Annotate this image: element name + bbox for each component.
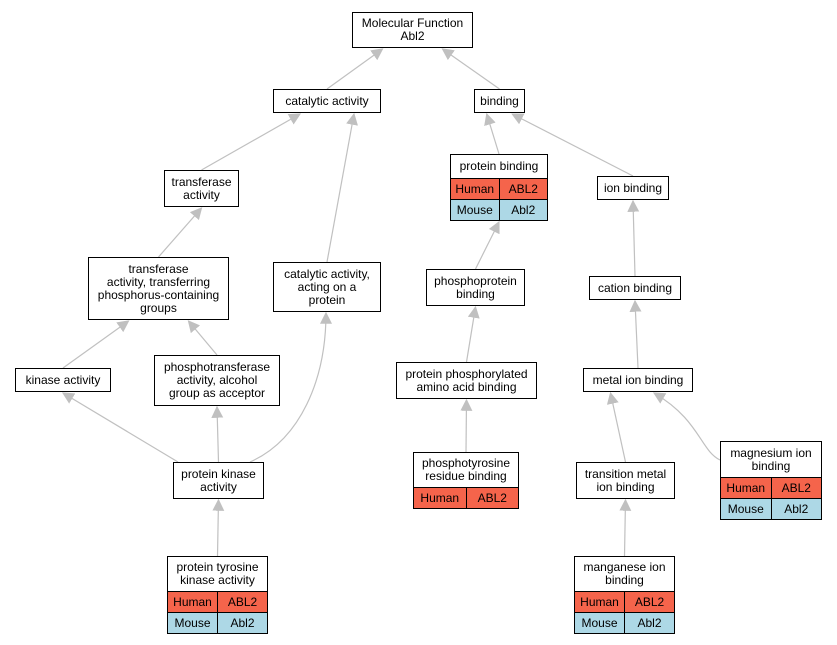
node-binding[interactable]: binding (474, 89, 525, 113)
node-cation-binding[interactable]: cation binding (589, 276, 681, 300)
species-name: Mouse (727, 502, 764, 516)
node-label: manganese ion binding (583, 560, 666, 587)
gene-symbol: ABL2 (498, 179, 548, 199)
species-row-human: Human ABL2 (575, 591, 674, 612)
edge-catalytic-activity-to-molecular-function (326, 48, 384, 90)
node-label: metal ion binding (592, 372, 684, 387)
edge-protein-kinase-to-phosphotransferase (211, 405, 224, 463)
species-row-human: Human ABL2 (168, 591, 267, 612)
edge-transition-metal-binding-to-metal-ion-binding (606, 391, 627, 463)
node-label: catalytic activity (285, 93, 369, 108)
species-row-mouse: Mouse Abl2 (721, 498, 821, 519)
node-metal-ion-binding[interactable]: metal ion binding (583, 368, 693, 392)
node-catalytic-activity[interactable]: catalytic activity (273, 89, 381, 113)
species-name: Mouse (581, 616, 618, 630)
node-label: Molecular Function Abl2 (361, 16, 464, 43)
node-label: protein kinase activity (181, 466, 256, 494)
edge-transferase-activity-to-catalytic-activity (201, 113, 302, 171)
gene-symbol: ABL2 (770, 478, 822, 498)
gene-symbol: Abl2 (217, 613, 267, 633)
node-catalytic-on-protein[interactable]: catalytic activity, acting on a protein (273, 262, 381, 312)
node-label: kinase activity (25, 372, 101, 387)
gene-symbol: ABL2 (465, 488, 519, 508)
species-name: Human (173, 595, 212, 609)
edge-protein-kinase-to-catalytic-on-protein (249, 311, 332, 463)
node-transferase-activity[interactable]: transferase activity (164, 170, 239, 207)
node-label: cation binding (597, 280, 673, 295)
node-kinase-activity[interactable]: kinase activity (15, 368, 111, 392)
edge-transferase-phosphorus-to-transferase-activity (158, 207, 203, 258)
species-name: Human (726, 481, 766, 495)
gene-symbol: Abl2 (498, 200, 548, 220)
edge-protein-binding-to-binding (484, 112, 500, 155)
species-name: Human (420, 491, 460, 505)
node-label: catalytic activity, acting on a protein (284, 266, 370, 307)
species-name: Mouse (456, 203, 493, 217)
edge-cation-binding-to-ion-binding (627, 199, 640, 277)
species-row-human: Human ABL2 (414, 487, 518, 508)
edge-manganese-binding-to-transition-metal-binding (619, 498, 632, 557)
gene-symbol: Abl2 (770, 499, 822, 519)
node-phosphotyrosine-binding[interactable]: phosphotyrosine residue binding Human AB… (413, 452, 519, 509)
node-ion-binding[interactable]: ion binding (597, 176, 669, 200)
node-label: phosphotyrosine residue binding (421, 456, 511, 483)
node-phosphotransferase[interactable]: phosphotransferase activity, alcohol gro… (154, 355, 280, 406)
species-name: Human (455, 182, 495, 196)
node-molecular-function[interactable]: Molecular Function Abl2 (352, 12, 473, 48)
node-transition-metal-binding[interactable]: transition metal ion binding (576, 462, 675, 499)
node-transferase-phosphorus[interactable]: transferase activity, transferring phosp… (88, 257, 229, 320)
species-row-human: Human ABL2 (721, 477, 821, 498)
gene-symbol: Abl2 (624, 613, 674, 633)
node-manganese-binding[interactable]: manganese ion binding Human ABL2 Mouse A… (574, 556, 675, 634)
species-row-mouse: Mouse Abl2 (168, 612, 267, 633)
species-name: Mouse (174, 616, 211, 630)
gene-symbol: ABL2 (217, 592, 267, 612)
edge-magnesium-binding-to-metal-ion-binding (652, 392, 721, 461)
species-name: Human (580, 595, 619, 609)
edge-kinase-activity-to-transferase-phosphorus (62, 320, 130, 369)
node-label: transition metal ion binding (584, 466, 667, 494)
edge-phosphotransferase-to-transferase-phosphorus (187, 320, 218, 356)
species-row-mouse: Mouse Abl2 (575, 612, 674, 633)
node-label: transferase activity, transferring phosp… (97, 261, 220, 315)
node-label: phosphoprotein binding (434, 273, 517, 301)
edge-catalytic-on-protein-to-catalytic-activity (326, 112, 358, 263)
node-label: binding (480, 93, 519, 108)
node-phosphorylated-aa-binding[interactable]: protein phosphorylated amino acid bindin… (396, 362, 537, 399)
edge-phosphotyrosine-binding-to-phosphorylated-aa-binding (460, 398, 473, 453)
node-label: magnesium ion binding (730, 445, 812, 473)
edge-ion-binding-to-binding (511, 113, 634, 177)
edge-metal-ion-binding-to-cation-binding (629, 299, 642, 369)
edge-binding-to-molecular-function (441, 48, 500, 90)
species-row-mouse: Mouse Abl2 (451, 199, 547, 220)
node-label: ion binding (603, 180, 663, 195)
node-label: protein tyrosine kinase activity (176, 560, 259, 587)
node-label: phosphotransferase activity, alcohol gro… (163, 360, 271, 400)
node-magnesium-binding[interactable]: magnesium ion binding Human ABL2 Mouse A… (720, 441, 822, 520)
edge-phosphorylated-aa-binding-to-phosphoprotein-binding (465, 305, 480, 363)
edge-phosphoprotein-binding-to-protein-binding (474, 220, 500, 270)
node-label: protein phosphorylated amino acid bindin… (405, 366, 528, 394)
node-phosphoprotein-binding[interactable]: phosphoprotein binding (426, 269, 525, 306)
node-protein-kinase[interactable]: protein kinase activity (173, 462, 264, 499)
gene-symbol: ABL2 (624, 592, 674, 612)
node-label: protein binding (459, 159, 539, 173)
node-protein-tyrosine-kinase[interactable]: protein tyrosine kinase activity Human A… (167, 556, 268, 634)
species-row-human: Human ABL2 (451, 178, 547, 199)
edge-protein-tyrosine-kinase-to-protein-kinase (212, 498, 225, 557)
node-label: transferase activity (171, 174, 232, 202)
edge-protein-kinase-to-kinase-activity (61, 392, 179, 463)
node-protein-binding[interactable]: protein binding Human ABL2 Mouse Abl2 (450, 154, 548, 221)
